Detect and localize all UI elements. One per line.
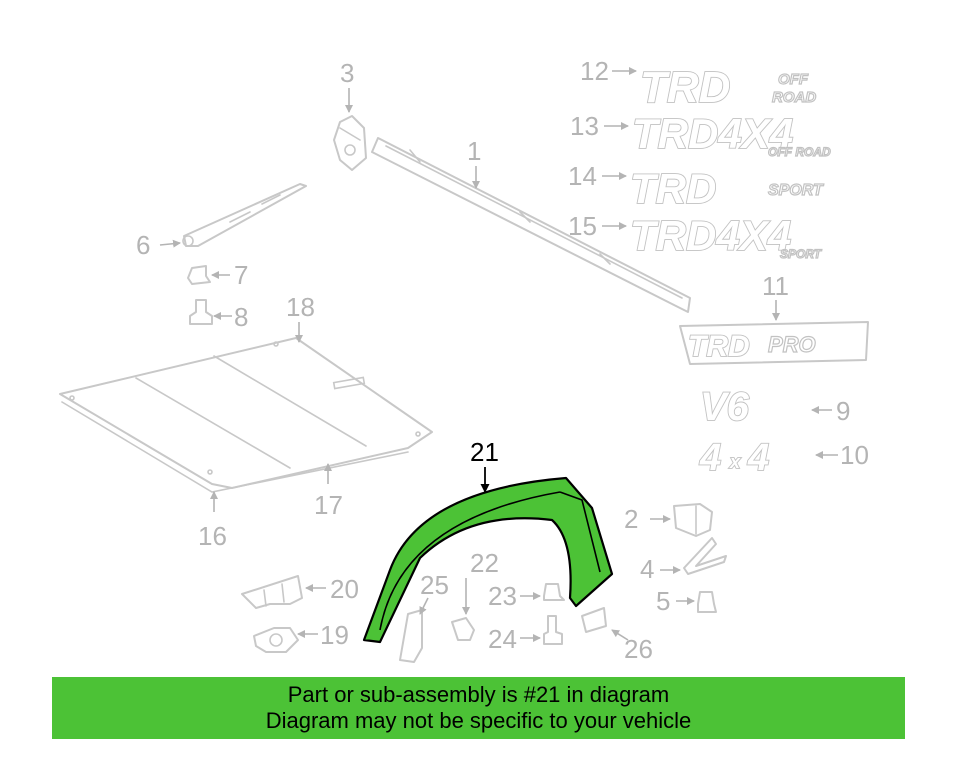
svg-text:x: x [729, 452, 741, 472]
callout-5: 5 [656, 586, 670, 616]
callout-15: 15 [568, 211, 597, 241]
svg-text:V6: V6 [700, 385, 750, 429]
callout-6: 6 [136, 230, 150, 260]
callout-2: 2 [624, 504, 638, 534]
part-18-cover-panel[interactable] [59, 337, 433, 493]
part-8-bolt[interactable] [189, 299, 213, 325]
svg-text:TRD: TRD [630, 165, 716, 212]
callout-3: 3 [340, 58, 354, 88]
part-13-emblem[interactable]: TRD4X4 OFF ROAD [631, 109, 831, 160]
svg-text:OFF: OFF [778, 71, 809, 88]
leader-26 [611, 629, 629, 641]
callout-20: 20 [330, 574, 359, 604]
svg-text:TRD: TRD [640, 63, 730, 112]
callout-7: 7 [234, 260, 248, 290]
part-3-bracket[interactable] [333, 115, 367, 171]
leader-6 [159, 239, 181, 248]
callout-19: 19 [320, 620, 349, 650]
part-5-clip[interactable] [697, 591, 717, 613]
part-22-retainer[interactable] [451, 617, 475, 641]
part-12-emblem[interactable]: TRD OFF ROAD [639, 62, 817, 113]
svg-text:4: 4 [699, 437, 721, 479]
svg-text:SPORT: SPORT [768, 182, 824, 199]
callout-1: 1 [467, 136, 481, 166]
svg-text:4: 4 [747, 437, 769, 479]
part-1-rail[interactable] [371, 137, 691, 313]
part-15-emblem[interactable]: TRD4X4 SPORT [629, 211, 823, 262]
callout-17: 17 [314, 490, 343, 520]
leader-25 [419, 597, 429, 615]
part-11-emblem[interactable]: TRD PRO [679, 321, 869, 365]
callout-21: 21 [470, 437, 499, 467]
svg-text:ROAD: ROAD [772, 89, 816, 106]
callout-12: 12 [580, 56, 609, 86]
svg-text:TRD4X4: TRD4X4 [630, 212, 791, 259]
part-21-fender-flare[interactable] [362, 476, 614, 644]
callout-13: 13 [570, 111, 599, 141]
callout-14: 14 [568, 161, 597, 191]
part-9-emblem[interactable]: V6 [699, 384, 750, 430]
part-24-screw[interactable] [543, 615, 563, 645]
part-23-nut[interactable] [543, 583, 565, 601]
part-25-strip[interactable] [399, 609, 423, 663]
part-26-pad[interactable] [581, 607, 607, 633]
banner-line-2: Diagram may not be specific to your vehi… [265, 708, 692, 733]
part-4-bracket[interactable] [683, 537, 727, 575]
callout-23: 23 [488, 581, 517, 611]
part-19-clip[interactable] [253, 627, 299, 653]
svg-text:PRO: PRO [768, 332, 816, 357]
info-banner: Part or sub-assembly is #21 in diagram D… [52, 677, 905, 739]
part-20-bracket[interactable] [241, 575, 303, 609]
part-10-emblem[interactable]: 4 x 4 [698, 436, 770, 480]
callout-24: 24 [488, 624, 517, 654]
part-14-emblem[interactable]: TRD SPORT [629, 164, 825, 213]
callout-16: 16 [198, 521, 227, 551]
callout-11: 11 [762, 271, 789, 301]
part-2-clip[interactable] [673, 503, 713, 537]
callout-10: 10 [840, 440, 869, 470]
svg-text:TRD: TRD [688, 330, 750, 363]
callout-9: 9 [836, 396, 850, 426]
part-6-rail[interactable] [182, 183, 307, 247]
callout-18: 18 [286, 292, 315, 322]
callout-8: 8 [234, 302, 248, 332]
svg-text:SPORT: SPORT [780, 247, 823, 261]
callout-22: 22 [470, 548, 499, 578]
callout-25: 25 [420, 570, 449, 600]
callout-4: 4 [640, 554, 654, 584]
svg-text:OFF ROAD: OFF ROAD [768, 145, 831, 159]
svg-text:TRD4X4: TRD4X4 [632, 110, 793, 157]
callout-26: 26 [624, 634, 653, 664]
banner-line-1: Part or sub-assembly is #21 in diagram [287, 682, 670, 707]
part-7-clip[interactable] [187, 265, 211, 285]
